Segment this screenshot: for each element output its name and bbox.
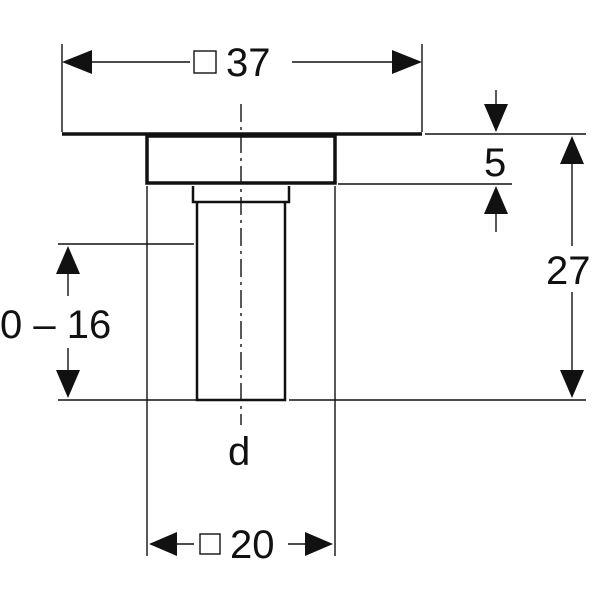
dim-value-adjust-range: 0 – 16 bbox=[0, 303, 111, 347]
arrowhead-up bbox=[560, 136, 584, 164]
arrowhead-down bbox=[56, 370, 80, 398]
dimension-body-width: 20 bbox=[146, 186, 336, 567]
dimension-flange-width: 37 bbox=[61, 41, 423, 132]
pipe-diameter-label: d bbox=[228, 430, 250, 474]
dim-value-total-height: 27 bbox=[546, 249, 591, 293]
arrowhead-right bbox=[305, 532, 333, 556]
dimension-total-height: 27 bbox=[289, 133, 591, 401]
dim-value-flange-thickness: 5 bbox=[484, 141, 506, 185]
dim-value-body-width: 20 bbox=[230, 523, 275, 567]
dim-value-flange-width: 37 bbox=[226, 41, 271, 85]
dimension-adjust-range: 0 – 16 bbox=[0, 243, 196, 401]
arrowhead-left bbox=[62, 50, 92, 74]
square-symbol bbox=[193, 50, 217, 74]
arrowhead-down bbox=[484, 104, 508, 132]
square-symbol bbox=[199, 533, 221, 555]
arrowhead-down bbox=[560, 370, 584, 398]
arrowhead-up bbox=[484, 186, 508, 214]
arrowhead-up bbox=[56, 246, 80, 274]
dimension-flange-thickness: 5 bbox=[338, 90, 512, 232]
arrowhead-left bbox=[149, 532, 177, 556]
arrowhead-right bbox=[392, 50, 422, 74]
